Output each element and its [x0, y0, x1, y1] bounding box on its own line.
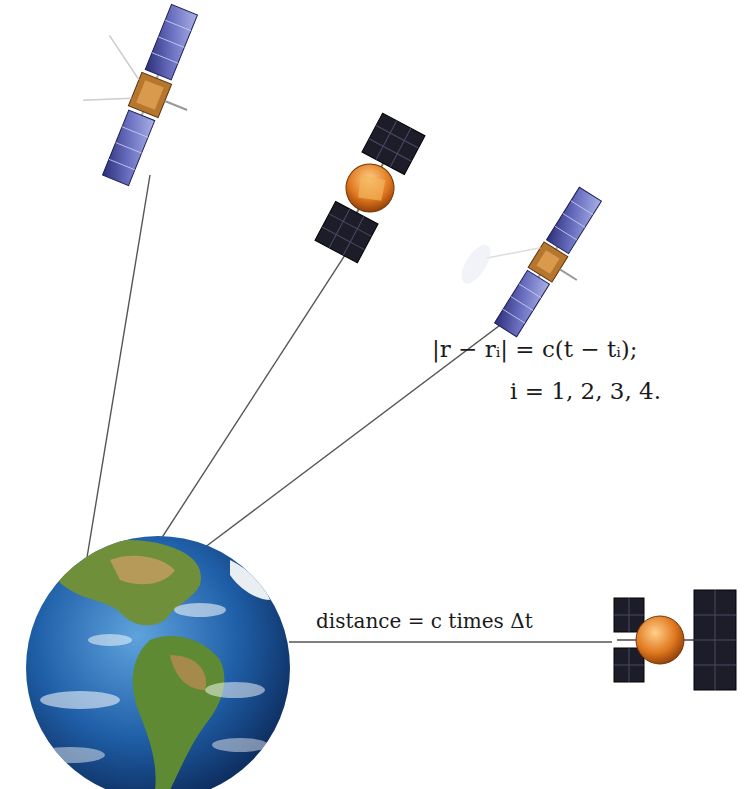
- signal-line: [150, 235, 358, 556]
- signal-line: [289, 641, 612, 642]
- equation-text: i = 1, 2, 3, 4.: [510, 378, 661, 406]
- satellite: [60, 0, 222, 195]
- satellite: [315, 113, 425, 263]
- signal-lines: [80, 175, 612, 642]
- signal-line: [80, 175, 150, 600]
- satellite: [446, 157, 619, 348]
- distance-label: distance = c times Δt: [313, 609, 536, 633]
- equation-text: |r − rᵢ| = c(t − tᵢ);: [432, 336, 637, 364]
- satellite: [614, 590, 736, 690]
- earth: [26, 536, 290, 789]
